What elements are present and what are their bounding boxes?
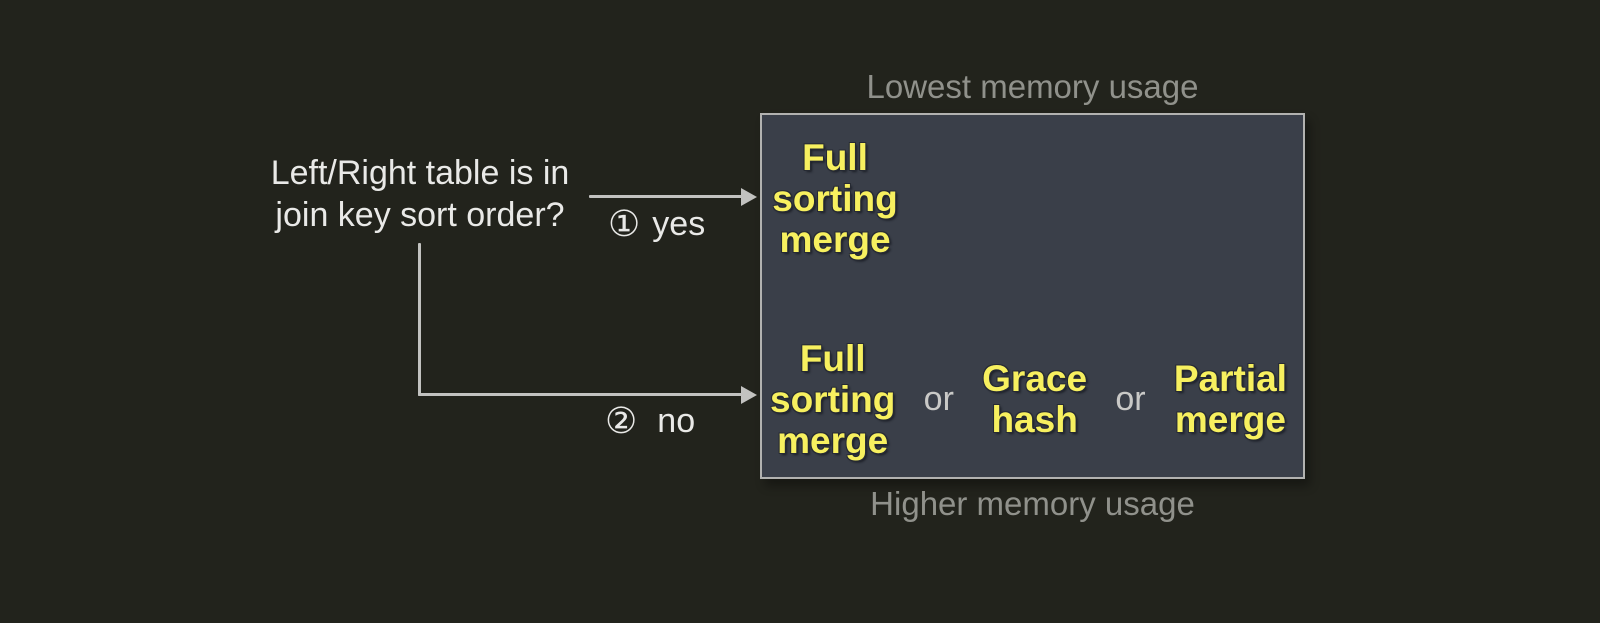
circled-one-icon: ① (608, 203, 641, 244)
yes-label-text: yes (652, 204, 706, 243)
option-full-sorting-merge-sorted: Full sorting merge (772, 137, 898, 260)
or-separator: or (923, 379, 954, 418)
yes-arrow-shaft (589, 195, 743, 198)
join-order-question: Left/Right table is in join key sort ord… (270, 154, 570, 234)
option-full-sorting-merge-unsorted: Full sorting merge (770, 337, 896, 461)
no-connector-vertical-line (418, 243, 421, 396)
yes-branch-label: ① yes (608, 203, 705, 245)
sorted-strategies-row: Full sorting merge (768, 137, 902, 260)
higher-memory-caption: Higher memory usage (870, 485, 1195, 522)
strategy-box: Full sorting merge Full sorting merge or… (760, 113, 1305, 479)
no-arrow-head-icon (741, 386, 757, 404)
yes-arrow-head-icon (741, 188, 757, 206)
option-partial-merge: Partial merge (1173, 358, 1287, 440)
lowest-memory-caption: Lowest memory usage (866, 68, 1199, 105)
no-arrow-shaft (418, 393, 743, 396)
no-branch-label: ② no (605, 400, 695, 442)
unsorted-strategies-row: Full sorting merge or Grace hash or Part… (770, 327, 1287, 471)
circled-two-icon: ② (605, 400, 638, 441)
option-grace-hash: Grace hash (982, 358, 1088, 440)
no-label-text: no (657, 401, 696, 440)
or-separator: or (1115, 379, 1146, 418)
